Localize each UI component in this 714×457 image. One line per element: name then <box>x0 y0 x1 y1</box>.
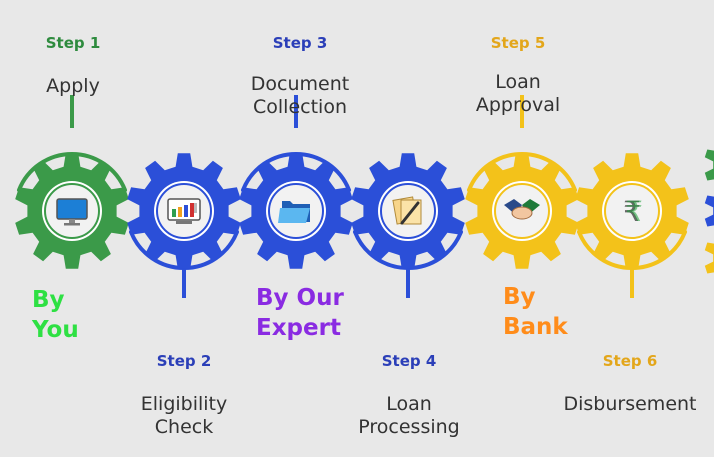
step-3-number: Step 3 <box>272 33 328 52</box>
gear-hub <box>604 183 660 239</box>
gear-step-5 <box>465 95 579 269</box>
dashboard-chart-icon <box>167 198 201 224</box>
gear-chain: ₹₹ <box>15 95 714 298</box>
step-5-number: Step 5 <box>490 33 546 52</box>
step-6-number: Step 6 <box>602 351 658 370</box>
svg-text:₹: ₹ <box>625 195 643 228</box>
step-6-label: Step 6 Disbursement <box>550 334 710 435</box>
partial-gear-icon <box>704 195 714 227</box>
step-4-number: Step 4 <box>381 351 437 370</box>
step-2-label: Step 2 Eligibility Check <box>124 334 244 457</box>
rupee-icon: ₹₹ <box>623 195 643 228</box>
step-4-title: Loan Processing <box>358 393 460 438</box>
step-6-title: Disbursement <box>563 393 697 416</box>
step-5-title: Loan Approval <box>475 71 561 116</box>
gear-step-1 <box>15 95 129 269</box>
step-1-label: Step 1 Apply <box>18 16 128 117</box>
step-2-title: Eligibility Check <box>140 393 228 438</box>
monitor-icon <box>56 198 88 226</box>
by-you-label: By You <box>32 287 79 343</box>
partial-gear-icon <box>704 149 714 181</box>
step-4-label: Step 4 Loan Processing <box>344 334 474 457</box>
step-5-label: Step 5 Loan Approval <box>458 16 578 135</box>
handshake-icon <box>504 199 540 220</box>
gear-step-6: ₹₹ <box>575 153 689 298</box>
step-2-number: Step 2 <box>156 351 212 370</box>
step-1-title: Apply <box>46 75 100 98</box>
folder-icon <box>278 201 310 223</box>
by-expert-label: By Our Expert <box>256 285 344 341</box>
documents-pen-icon <box>392 196 422 225</box>
step-3-label: Step 3 Document Collection <box>232 16 368 137</box>
step-3-title: Document Collection <box>250 73 350 118</box>
partial-gear-icon <box>704 242 714 274</box>
loan-process-diagram: ₹₹ Step 1 Apply Step 2 Eligibility Check… <box>15 16 714 438</box>
step-1-number: Step 1 <box>45 33 101 52</box>
by-bank-label: By Bank <box>503 284 568 340</box>
gear-step-4 <box>351 153 465 298</box>
gear-step-3 <box>239 95 353 269</box>
gear-step-2 <box>127 153 241 298</box>
svg-text:₹: ₹ <box>623 195 641 228</box>
